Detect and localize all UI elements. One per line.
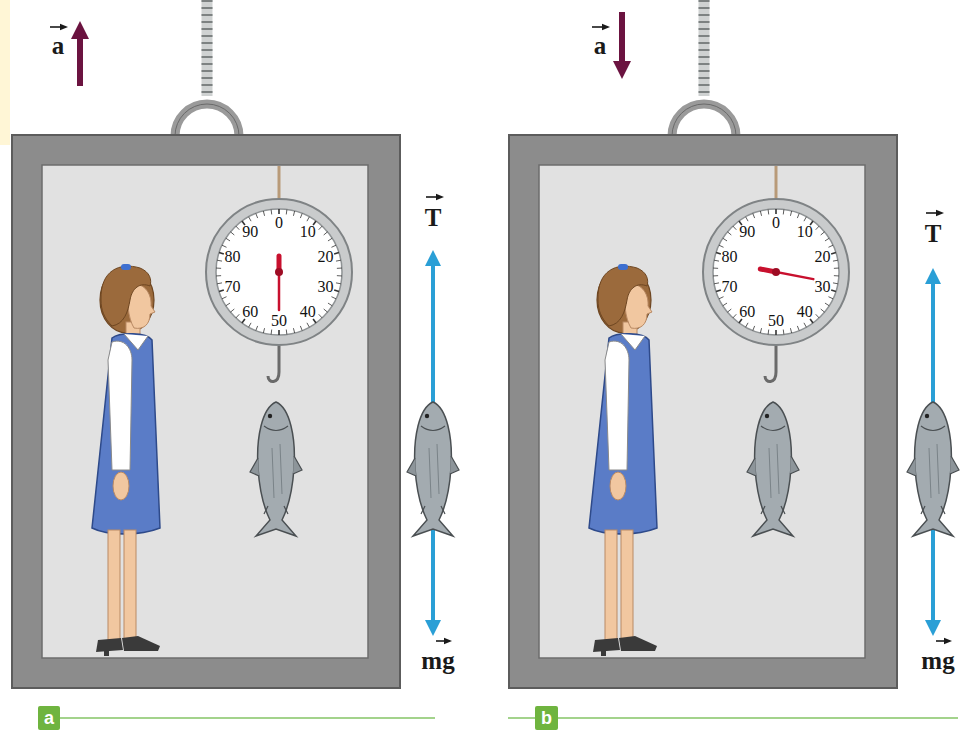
- dial-number: 60: [739, 304, 755, 320]
- dial-number: 30: [318, 279, 334, 295]
- dial-number: 70: [721, 279, 737, 295]
- dial-number: 50: [271, 313, 287, 329]
- dial-number: 90: [739, 224, 755, 240]
- panel-rule: [557, 717, 958, 719]
- elevator-cab: [509, 0, 897, 688]
- dial-number: 10: [300, 224, 316, 240]
- passenger: [589, 264, 657, 656]
- dial-number: 40: [797, 304, 813, 320]
- vector-symbol: mg: [921, 647, 954, 675]
- dial-number: 70: [224, 279, 240, 295]
- dial-number: 80: [224, 249, 240, 265]
- dial-number: 40: [300, 304, 316, 320]
- fish-free-body: [407, 402, 459, 536]
- vector-symbol: a: [594, 32, 607, 60]
- hanging-fish: [747, 402, 799, 536]
- acceleration-arrow: [619, 12, 625, 70]
- panel-rule: [60, 717, 435, 719]
- scale-dial: 0 1020 3040 50 6070 8090: [701, 197, 851, 347]
- vector-mark: [936, 640, 948, 642]
- panel-letter: b: [541, 707, 552, 729]
- vector-symbol: a: [52, 32, 65, 60]
- vector-symbol: T: [925, 220, 942, 248]
- dial-number: 80: [721, 249, 737, 265]
- panel-badge: a: [38, 706, 60, 730]
- dial-number: 20: [815, 249, 831, 265]
- hanging-fish: [250, 402, 302, 536]
- dial-number: 10: [797, 224, 813, 240]
- dial-number: 60: [242, 304, 258, 320]
- scale-dial: 0 1020 3040 50 6070 8090: [204, 197, 354, 347]
- dial-number: 30: [815, 279, 831, 295]
- elevator-cab: [12, 0, 400, 688]
- dial-number: 50: [768, 313, 784, 329]
- dial-number: 0: [772, 215, 780, 231]
- panel-rule: [508, 717, 535, 719]
- vector-mark: [50, 26, 64, 28]
- panel-letter: a: [44, 707, 54, 729]
- vector-mark: [592, 26, 606, 28]
- vector-mark: [436, 640, 448, 642]
- passenger: [92, 264, 160, 656]
- panel-badge: b: [535, 706, 558, 730]
- dial-number: 0: [275, 215, 283, 231]
- margin-strip: [0, 0, 10, 145]
- vector-mark: [426, 196, 440, 198]
- acceleration-arrow: [77, 30, 83, 86]
- vector-symbol: T: [425, 204, 442, 232]
- vector-symbol: mg: [421, 647, 454, 675]
- vector-mark: [926, 212, 940, 214]
- dial-number: 90: [242, 224, 258, 240]
- dial-number: 20: [318, 249, 334, 265]
- fish-free-body: [907, 402, 959, 536]
